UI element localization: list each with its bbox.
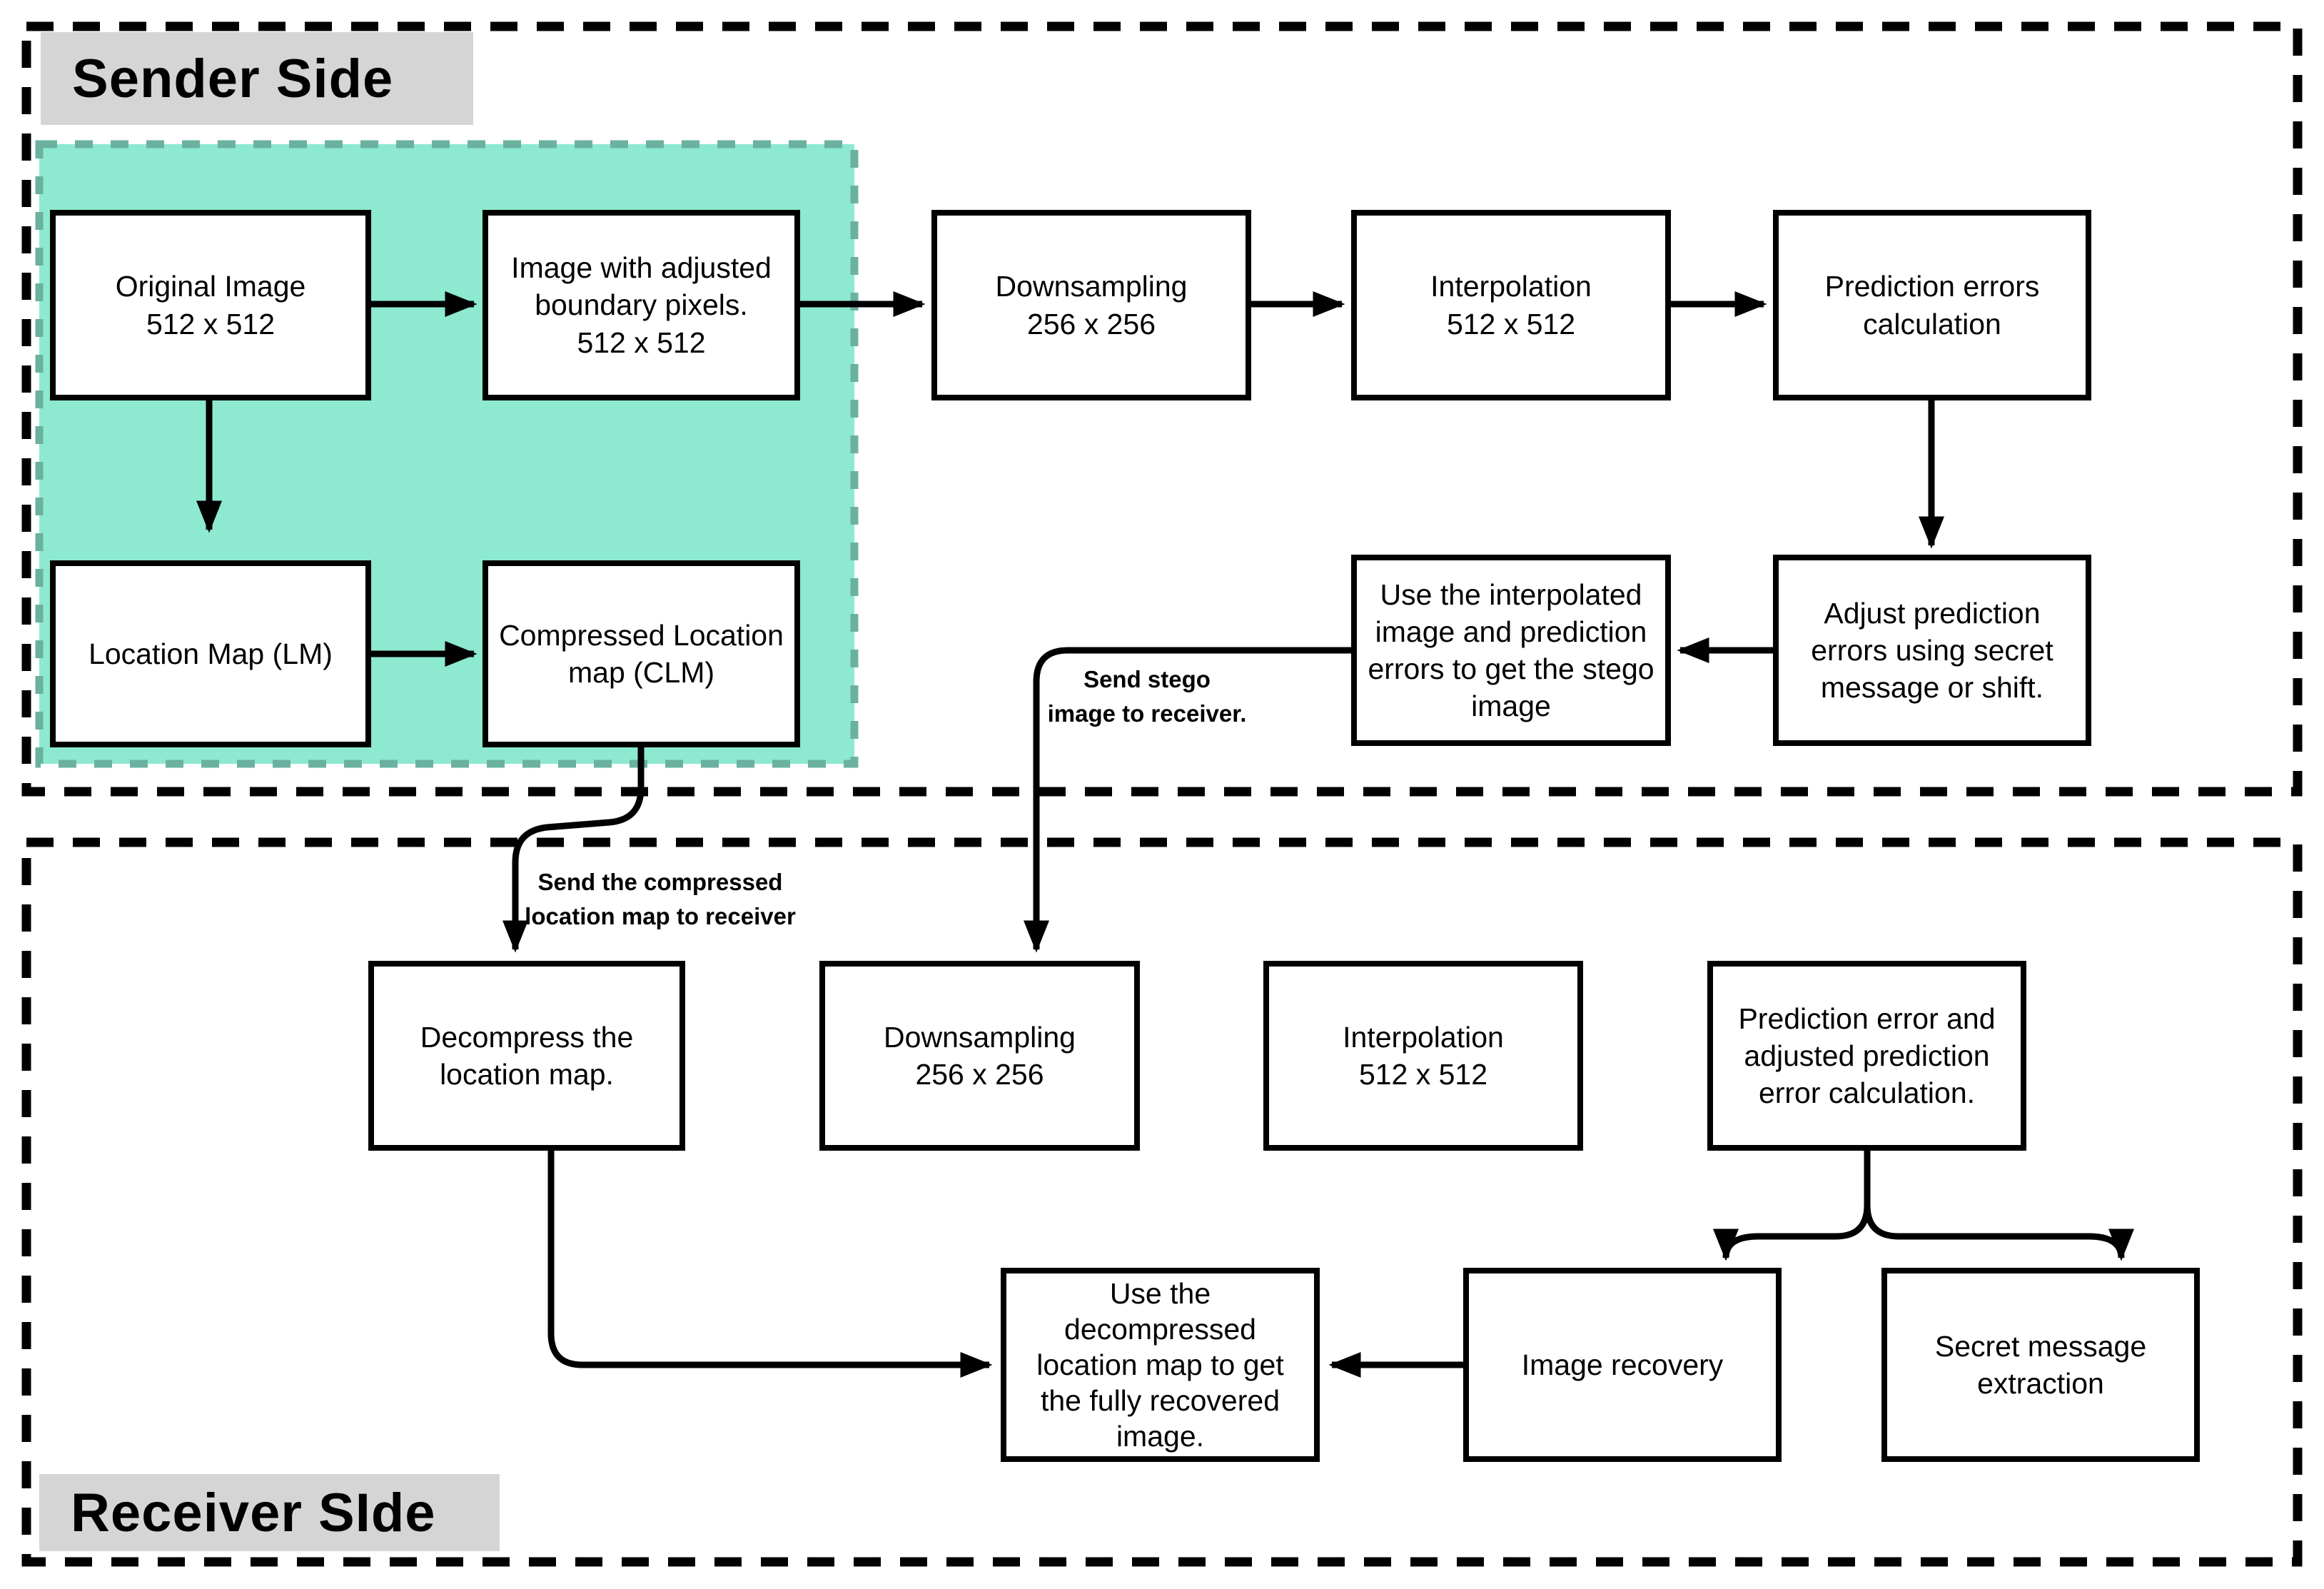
arrow-stego-to-receiver-downsampling — [1024, 647, 1351, 953]
node-secret-message-extraction: Secret message extraction — [1881, 1268, 2200, 1462]
node-downsampling-sender: Downsampling 256 x 256 — [931, 210, 1251, 400]
arrow-branch-to-image-recovery — [1713, 1151, 1871, 1261]
node-stego-image: Use the interpolated image and predictio… — [1351, 555, 1671, 746]
sender-side-title: Sender Side — [41, 32, 473, 125]
node-adjusted-boundary-image: Image with adjusted boundary pixels. 512… — [483, 210, 800, 400]
sender-zone-border — [21, 21, 2303, 797]
node-downsampling-receiver: Downsampling 256 x 256 — [819, 961, 1140, 1151]
node-interpolation-sender: Interpolation 512 x 512 — [1351, 210, 1671, 400]
arrow-decompress-to-recovered — [547, 1151, 993, 1378]
node-prediction-errors-calc: Prediction errors calculation — [1773, 210, 2091, 400]
receiver-zone-border — [21, 837, 2303, 1567]
node-adjust-prediction-errors: Adjust prediction errors using secret me… — [1773, 555, 2091, 746]
node-location-map: Location Map (LM) — [50, 560, 371, 747]
edge-label-send-stego: Send stego image to receiver. — [1047, 666, 1247, 727]
node-fully-recovered-image: Use the decompressed location map to get… — [1001, 1268, 1320, 1462]
node-compressed-location-map: Compressed Location map (CLM) — [483, 560, 800, 747]
arrow-clm-to-decompress — [502, 747, 645, 953]
node-prediction-error-adjusted: Prediction error and adjusted prediction… — [1707, 961, 2026, 1151]
receiver-side-title: Receiver SIde — [39, 1474, 500, 1551]
node-interpolation-receiver: Interpolation 512 x 512 — [1263, 961, 1583, 1151]
arrow-branch-to-secret-extraction — [1864, 1151, 2134, 1261]
edge-label-send-clm: Send the compressed location map to rece… — [525, 869, 796, 929]
node-decompress-location-map: Decompress the location map. — [368, 961, 685, 1151]
node-image-recovery: Image recovery — [1463, 1268, 1782, 1462]
node-original-image: Original Image 512 x 512 — [50, 210, 371, 400]
